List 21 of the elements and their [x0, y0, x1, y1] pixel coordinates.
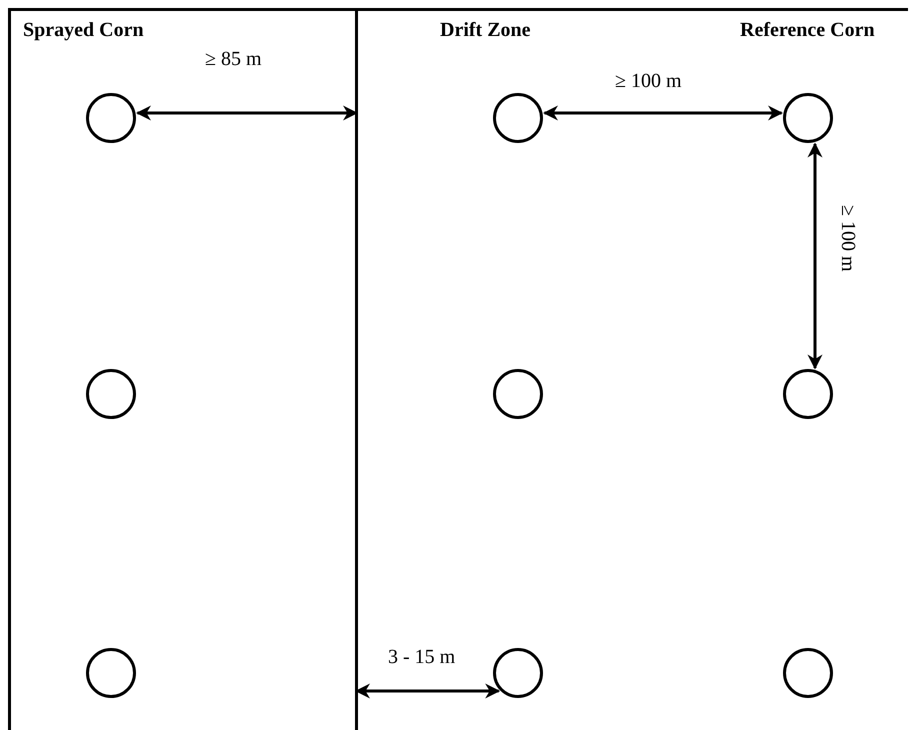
edge-label: ≥ 100 m: [615, 70, 682, 93]
edge-label: ≥ 100 m: [836, 205, 859, 272]
edge-label: ≥ 85 m: [205, 48, 262, 71]
sample-circle: [493, 369, 543, 419]
sample-circle: [783, 93, 833, 143]
field-heading: Reference Corn: [740, 19, 875, 42]
sample-circle: [86, 648, 136, 698]
double-arrow: [543, 106, 783, 120]
double-arrow: [136, 106, 358, 120]
sample-circle: [783, 369, 833, 419]
edge-label: 3 - 15 m: [388, 646, 456, 669]
sample-circle: [783, 648, 833, 698]
sample-circle: [86, 369, 136, 419]
sample-circle: [86, 93, 136, 143]
field-heading: Drift Zone: [440, 19, 531, 42]
double-arrow: [355, 684, 500, 698]
double-arrow: [808, 142, 822, 370]
field-heading: Sprayed Corn: [23, 19, 144, 42]
sample-circle: [493, 93, 543, 143]
sample-circle: [493, 648, 543, 698]
field-panel: [8, 8, 358, 730]
